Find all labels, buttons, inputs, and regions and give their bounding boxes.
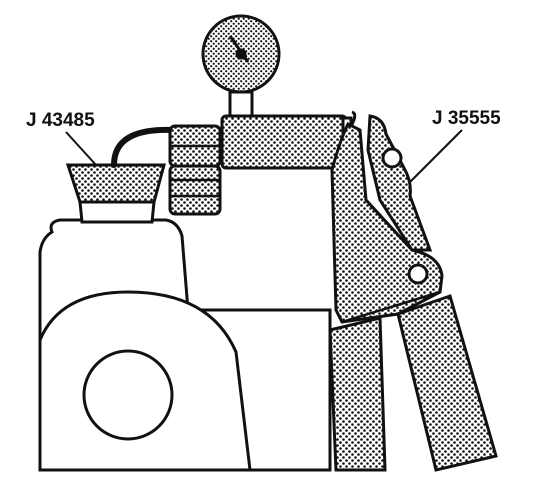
tester-outlet: [349, 110, 357, 127]
leader-line-j35555: [409, 129, 463, 183]
pliers-handle-left: [328, 316, 387, 472]
gauge-pivot: [235, 48, 247, 60]
pliers-pivot: [407, 263, 429, 285]
adapter-neck: [78, 200, 156, 224]
pulley-hub: [82, 349, 174, 441]
valve-stack: [168, 124, 222, 216]
tester-tube: [220, 114, 348, 170]
engine-housing: [38, 218, 332, 472]
filler-adapter: [65, 163, 166, 224]
valve-body-lower: [168, 164, 222, 216]
pliers-upper-jaw: [366, 114, 433, 252]
callout-right: J 35555: [409, 108, 501, 183]
gauge-stem: [228, 90, 254, 118]
leader-line-j43485: [65, 131, 97, 166]
pressure-hose: [111, 126, 175, 168]
adapter-funnel: [65, 163, 166, 204]
pliers-hinge-line: [341, 290, 441, 324]
callout-label-j43485: J 43485: [26, 110, 95, 131]
callout-left: J 43485: [26, 110, 97, 166]
pliers-handle-right: [396, 294, 498, 472]
pressure-gauge: [201, 14, 281, 118]
hose-clamp-pliers: [328, 114, 498, 472]
pliers-jaw-pin: [381, 147, 403, 169]
callout-label-j35555: J 35555: [432, 108, 501, 129]
